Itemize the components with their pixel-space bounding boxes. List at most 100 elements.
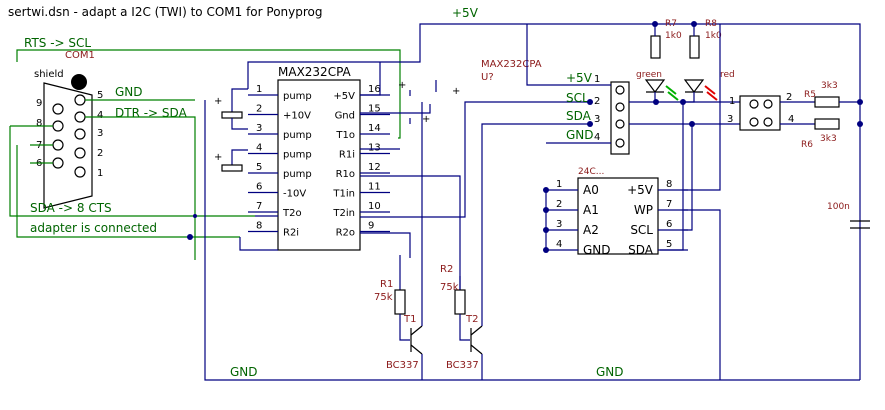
r6-ref: R6 xyxy=(801,140,813,150)
header-pin4: 4 xyxy=(594,132,600,143)
wire-10 xyxy=(360,101,590,218)
net-gnd-bottom-left: GND xyxy=(230,365,258,379)
pin-label-7: T2o xyxy=(282,208,302,219)
wire-max-top xyxy=(247,23,527,89)
t1-value: BC337 xyxy=(386,360,419,371)
r1-value: 75k xyxy=(374,292,393,303)
wire-sda-cts xyxy=(9,126,255,217)
r7-value: 1k0 xyxy=(665,31,682,41)
header-label-sda: SDA xyxy=(566,109,592,123)
db9-num-8: 8 xyxy=(36,118,42,129)
max232-body xyxy=(277,79,361,251)
pin-label-12: R1o xyxy=(336,169,355,180)
net-plus5v-top: +5V xyxy=(452,6,479,20)
wire-r1-bot xyxy=(399,314,410,341)
db9-num-4: 4 xyxy=(97,110,103,121)
pin-label-11: T1in xyxy=(332,189,355,200)
pin-number-10: 10 xyxy=(368,201,381,212)
jumper-pin4: 4 xyxy=(788,114,794,125)
pin-number-11: 11 xyxy=(368,182,381,193)
r5-ref: R5 xyxy=(804,90,816,100)
r8-body xyxy=(689,35,700,59)
pin-number-13: 13 xyxy=(368,143,381,154)
com1-label: COM1 xyxy=(65,50,95,61)
wire-header-5v xyxy=(526,24,611,86)
pin-label-4: GND xyxy=(583,243,611,257)
db9-pin9 xyxy=(52,103,64,115)
db9-num-2: 2 xyxy=(97,148,103,159)
cap1-plus: + xyxy=(214,96,222,107)
led-indicators: R7 1k0 R8 1k0 green red xyxy=(527,19,861,380)
pin-label-3: pump xyxy=(283,130,312,141)
jumper-pin1: 1 xyxy=(729,96,735,107)
jumper-body xyxy=(739,95,781,131)
cap3-plus: + xyxy=(398,80,406,91)
pin-label-14: T1o xyxy=(335,130,355,141)
pin-number-2: 2 xyxy=(256,104,262,115)
header-4pin: 1 2 3 4 +5V SCL SDA GND xyxy=(526,24,740,155)
r2-body xyxy=(454,289,466,315)
wire-t2-collector xyxy=(481,123,590,326)
header-label-5v: +5V xyxy=(566,71,593,85)
pin-number-7: 7 xyxy=(666,199,672,210)
pin-number-4: 4 xyxy=(556,239,562,250)
t2-ref: T2 xyxy=(465,314,478,325)
com1-connector: shield COM1 5 4 3 2 1 9 8 7 6 xyxy=(34,50,103,209)
header-pin2: 2 xyxy=(594,96,600,107)
cap1-body xyxy=(221,111,243,119)
wire-adapter xyxy=(16,145,240,238)
r1-ref: R1 xyxy=(380,279,393,290)
t1-ref: T1 xyxy=(403,314,416,325)
led-green-rays xyxy=(665,85,679,101)
pin-label-13: R1i xyxy=(339,150,355,161)
led-red-label: red xyxy=(720,70,735,80)
wire-ee-5v xyxy=(684,24,721,191)
r5-body xyxy=(814,96,840,108)
transistor-stage: R1 75k T1 BC337 R2 75k T2 BC337 xyxy=(374,102,590,380)
pin-label-8: +5V xyxy=(627,183,654,197)
db9-pin1 xyxy=(74,166,86,178)
net-adapter-connected: adapter is connected xyxy=(30,221,157,235)
db9-shell xyxy=(43,82,93,209)
pin-number-2: 2 xyxy=(556,199,562,210)
db9-num-3: 3 xyxy=(97,128,103,139)
pin-label-5: SDA xyxy=(628,243,654,257)
led-red-body xyxy=(683,79,705,93)
pin-number-16: 16 xyxy=(368,84,381,95)
max232-chip: MAX232CPA MAX232CPA U? 1pump2+10V3pump4p… xyxy=(248,59,542,251)
wire-9 xyxy=(360,232,411,258)
pin-number-9: 9 xyxy=(368,221,374,232)
schematic-title: sertwi.dsn - adapt a I2C (TWI) to COM1 f… xyxy=(8,5,322,19)
pin-number-8: 8 xyxy=(256,221,262,232)
pin-label-7: WP xyxy=(634,203,653,217)
r6-value: 3k3 xyxy=(820,134,837,144)
r5-value: 3k3 xyxy=(821,81,838,91)
net-sda-cts: SDA -> 8 CTS xyxy=(30,201,112,215)
wire-cap1-top xyxy=(231,88,248,112)
led-red-rays xyxy=(704,85,718,101)
shield-dot xyxy=(71,74,87,90)
pin-label-4: pump xyxy=(283,150,312,161)
cap-100n-label: 100n xyxy=(827,202,850,212)
max232-name: MAX232CPA xyxy=(278,65,352,79)
db9-pin5 xyxy=(74,94,86,106)
pin-label-6: -10V xyxy=(283,189,306,200)
pin-number-5: 5 xyxy=(666,239,672,250)
wire-8 xyxy=(239,237,278,251)
net-gnd-com: GND xyxy=(115,85,143,99)
r8-ref: R8 xyxy=(705,19,717,29)
com-wiring xyxy=(9,49,401,260)
db9-pin8 xyxy=(52,120,64,132)
db9-pin3 xyxy=(74,128,86,140)
db9-num-1: 1 xyxy=(97,168,103,179)
wire-12 xyxy=(360,175,461,290)
max232-wiring xyxy=(187,23,860,381)
wire-ee-wp xyxy=(684,209,721,380)
eeprom-name: 24C... xyxy=(578,167,604,177)
db9-num-9: 9 xyxy=(36,98,42,109)
header-label-scl: SCL xyxy=(566,91,589,105)
pin-label-5: pump xyxy=(283,169,312,180)
wire-cap2-top xyxy=(231,149,248,165)
